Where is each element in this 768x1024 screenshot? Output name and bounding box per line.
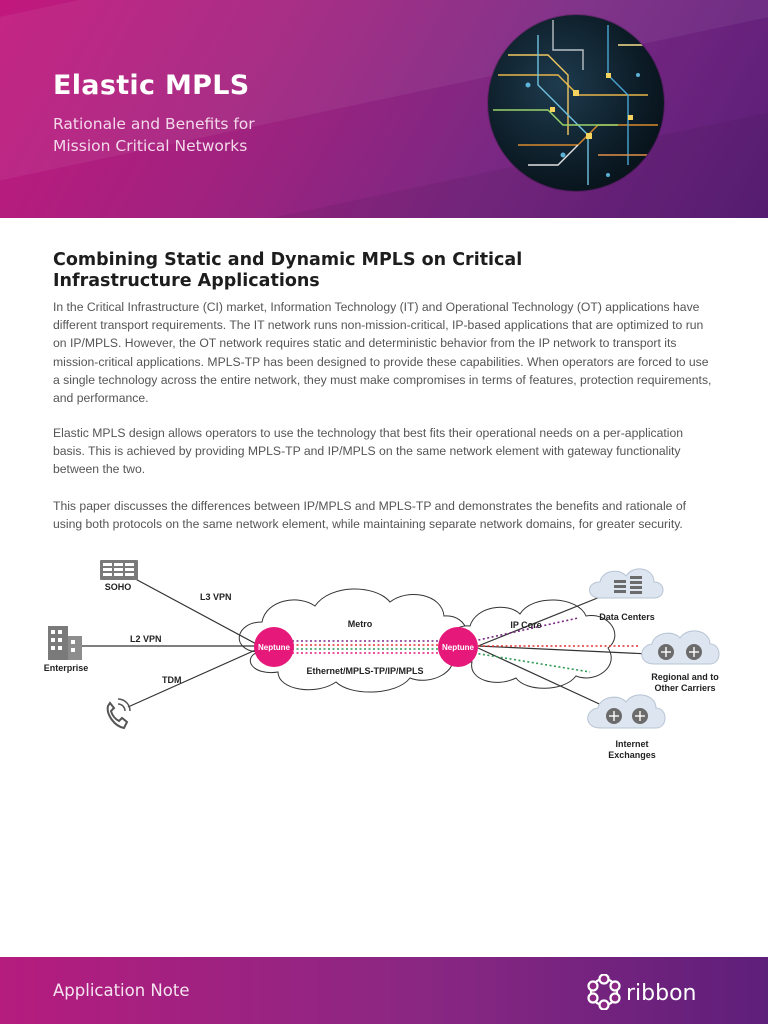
internet-label-line-1: Internet	[615, 739, 648, 749]
section-heading-line-1: Combining Static and Dynamic MPLS on Cri…	[53, 250, 523, 270]
l2vpn-label: L2 VPN	[130, 634, 162, 644]
document-type-label: Application Note	[53, 981, 190, 1000]
paragraph-elastic-mpls: Elastic MPLS design allows operators to …	[53, 426, 684, 477]
network-diagram: Neptune Neptune Metro Ethernet/MPLS-TP/I…	[44, 560, 720, 760]
datacenter-link	[477, 594, 606, 647]
circuit-image-art	[493, 20, 659, 185]
enterprise-icon	[48, 626, 82, 660]
internet-exchange-cloud-icon	[587, 694, 666, 729]
paragraph-ci-market: In the Critical Infrastructure (CI) mark…	[53, 300, 712, 406]
regional-label-line-1: Regional and to	[651, 672, 719, 682]
internet-label-line-2: Exchanges	[608, 750, 656, 760]
ip-core-label: IP Core	[510, 620, 541, 630]
section-heading-line-2: Infrastructure Applications	[53, 271, 320, 291]
regional-label-line-2: Other Carriers	[654, 683, 715, 693]
document-subtitle: Rationale and Benefits for Mission Criti…	[53, 113, 313, 157]
datacenter-cloud-icon	[589, 568, 664, 599]
regional-link	[477, 645, 651, 655]
metro-label: Metro	[348, 619, 373, 629]
neptune-node-left	[254, 627, 294, 667]
header-banner: Elastic MPLS Rationale and Benefits for …	[0, 0, 768, 218]
ribbon-logo: ribbon	[587, 974, 697, 1010]
paragraph-paper-scope: This paper discusses the differences bet…	[53, 499, 686, 532]
soho-icon	[100, 560, 138, 580]
neptune-node-right	[438, 627, 478, 667]
tunnel-lines	[274, 617, 640, 673]
ethernet-label: Ethernet/MPLS-TP/IP/MPLS	[306, 666, 423, 676]
phone-icon	[106, 698, 131, 730]
datacenters-label: Data Centers	[599, 612, 655, 622]
document-title: Elastic MPLS	[53, 70, 250, 101]
tdm-link	[127, 647, 261, 708]
section-heading: Combining Static and Dynamic MPLS on Cri…	[53, 250, 653, 292]
soho-link	[127, 574, 261, 647]
enterprise-label: Enterprise	[44, 663, 89, 673]
circuit-board-photo	[488, 15, 664, 191]
l3vpn-label: L3 VPN	[200, 592, 232, 602]
neptune-left-label: Neptune	[258, 643, 291, 652]
subtitle-line-1: Rationale and Benefits for	[53, 115, 255, 133]
ip-core-cloud	[449, 599, 616, 689]
internet-link	[477, 647, 609, 709]
tdm-label: TDM	[162, 675, 182, 685]
ribbon-logo-text: ribbon	[626, 981, 697, 1006]
footer-bar: Application Note ribbon	[0, 957, 768, 1024]
subtitle-line-2: Mission Critical Networks	[53, 137, 248, 155]
regional-cloud-icon	[641, 630, 720, 665]
soho-label: SOHO	[105, 582, 132, 592]
ribbon-logo-mark	[587, 974, 621, 1010]
neptune-right-label: Neptune	[442, 643, 475, 652]
